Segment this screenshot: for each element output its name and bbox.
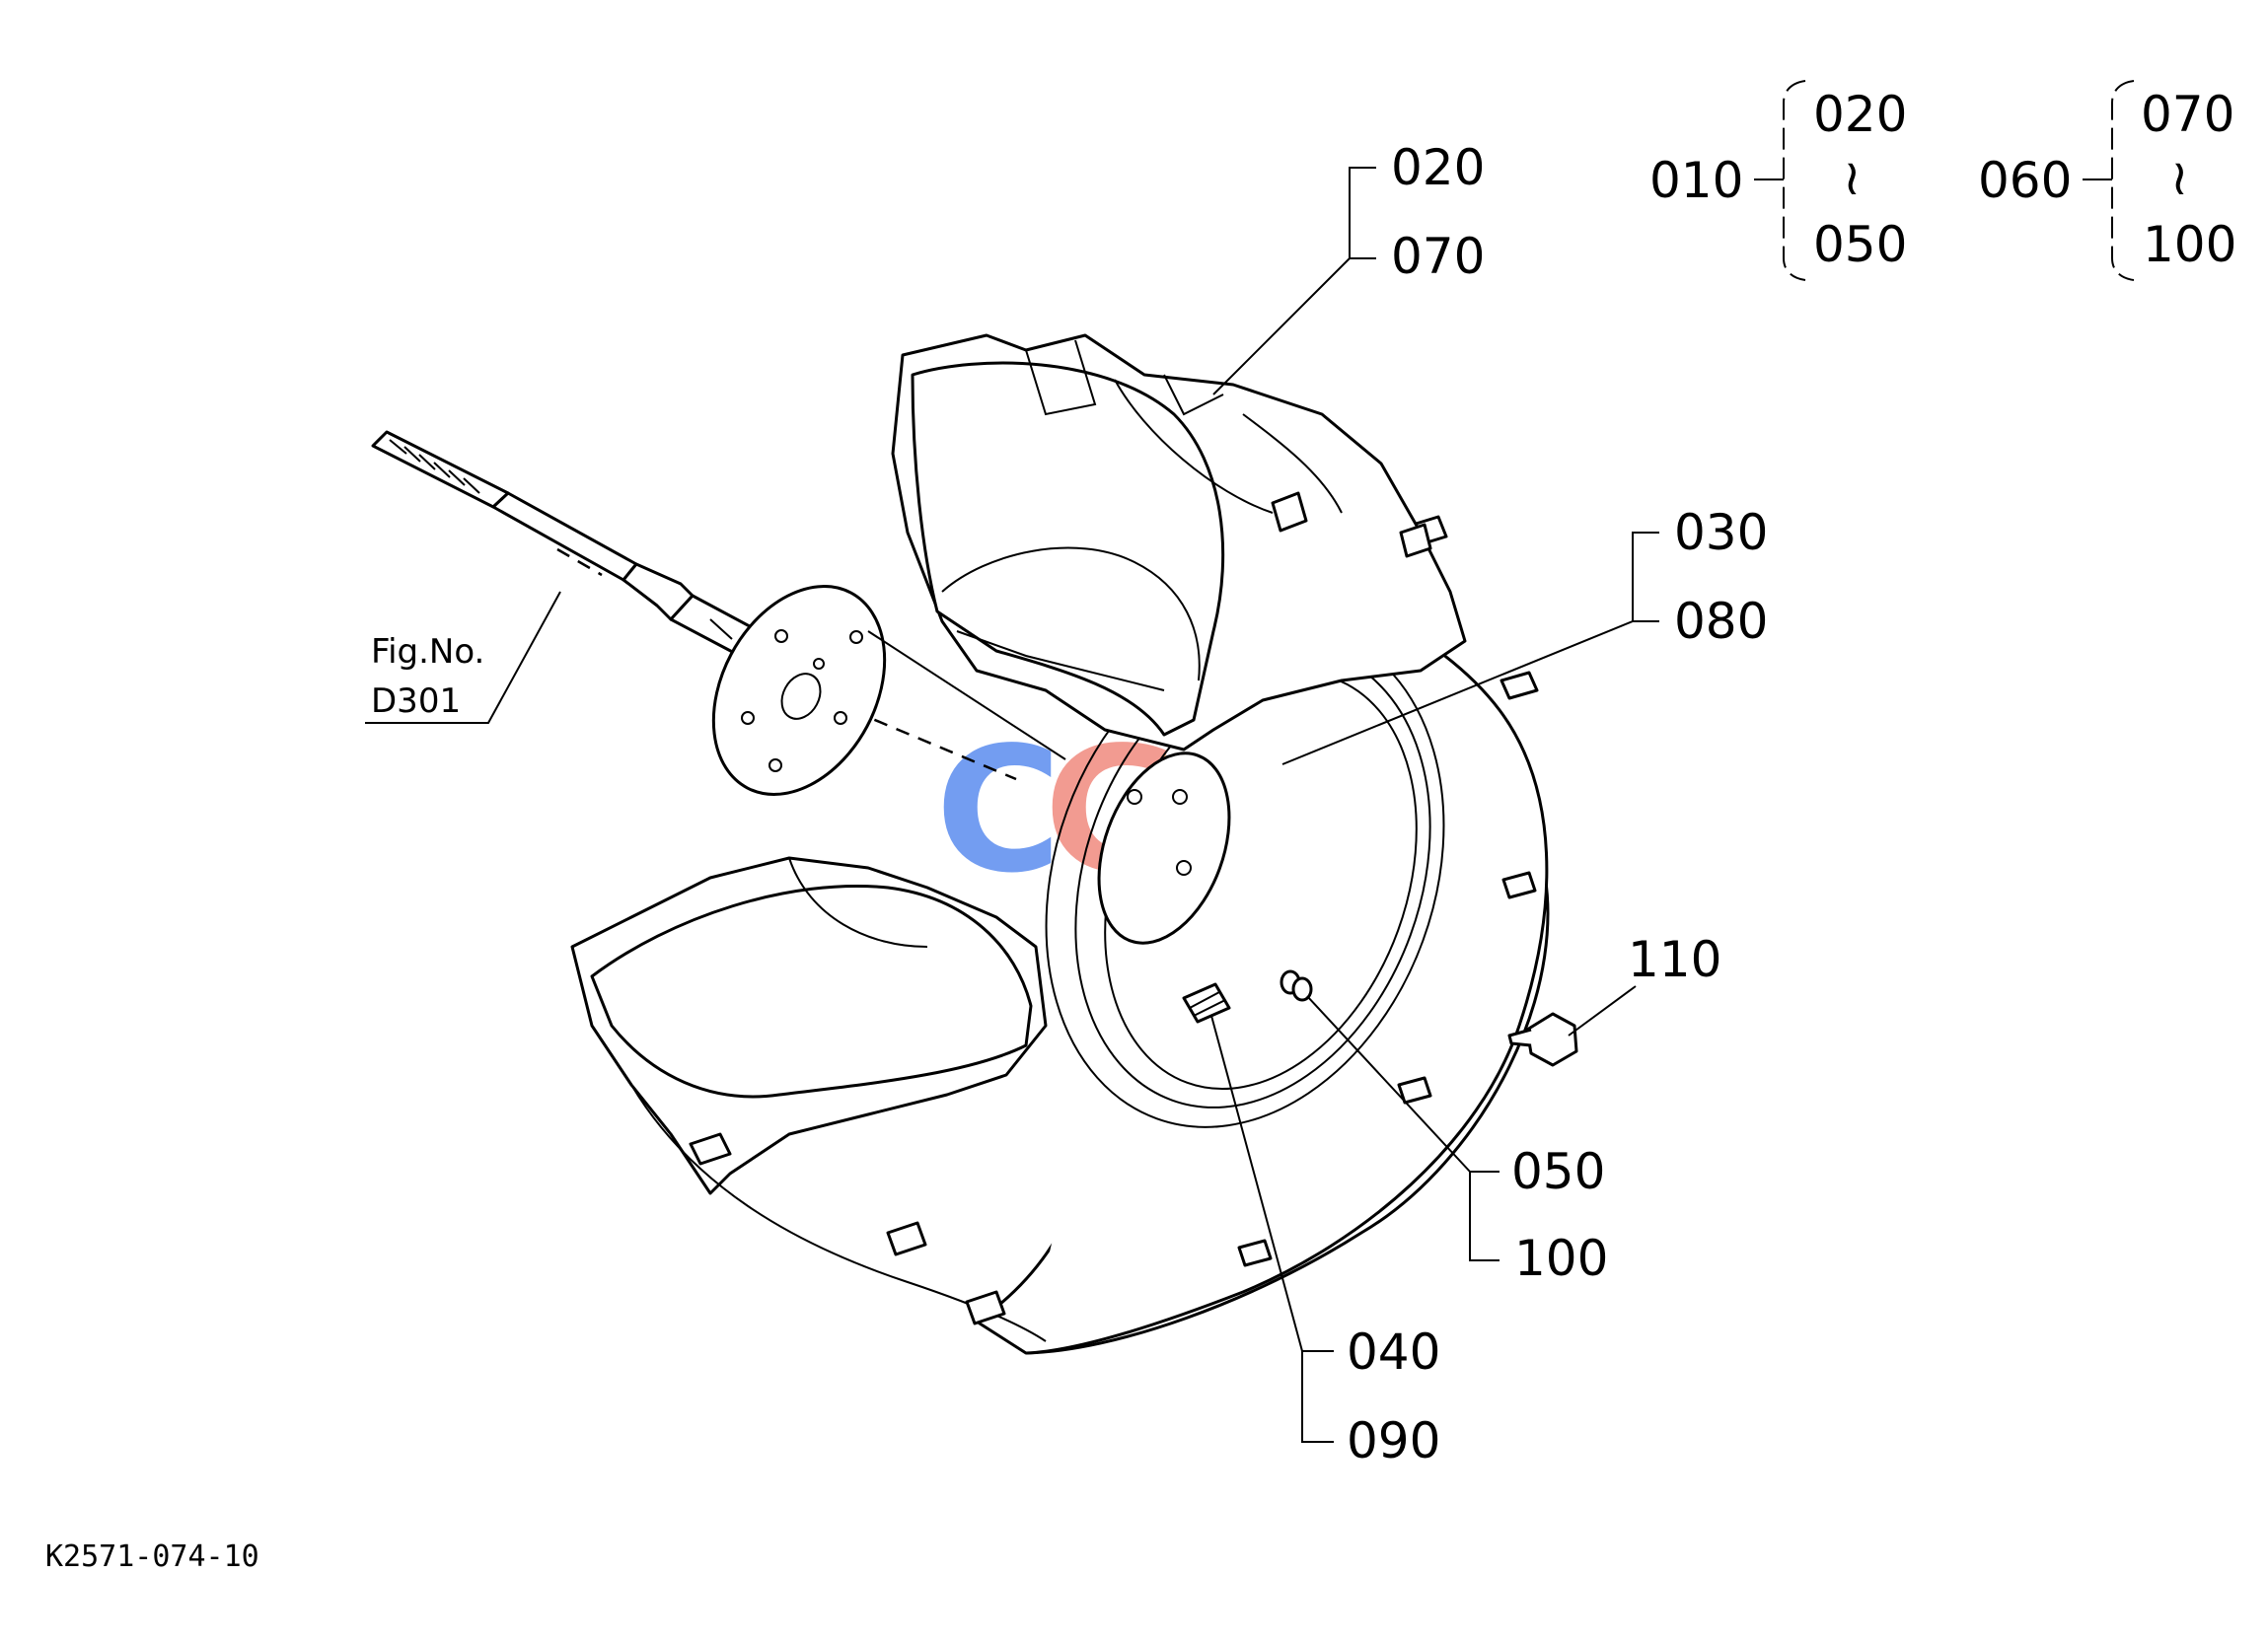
figure-reference: Fig.No. D301: [371, 632, 484, 721]
legend-parent-060: 060: [1978, 152, 2072, 209]
callout-080: 080: [1674, 593, 1768, 650]
drawing-code: K2571-074-10: [45, 1539, 259, 1574]
fig-ref-line2: D301: [371, 681, 461, 721]
legend-to-050: 050: [1813, 216, 1907, 273]
legend-from-020: 020: [1813, 86, 1907, 143]
legend-from-070: 070: [2141, 86, 2234, 143]
set-legend-010: 010 020 ≀ 050: [1649, 80, 1907, 281]
callout-070: 070: [1391, 228, 1485, 285]
leader-lines: [365, 167, 1659, 1443]
callout-040: 040: [1347, 1324, 1440, 1381]
tire-upper-section: [891, 333, 1467, 751]
hub-disc: [711, 585, 887, 796]
callout-050: 050: [1511, 1143, 1605, 1200]
legend-parent-010: 010: [1649, 152, 1743, 209]
callout-110: 110: [1628, 931, 1721, 988]
tire-lower-section: [570, 856, 1048, 1342]
set-legend-060: 060 070 ≀ 100: [1978, 80, 2236, 281]
callout-090: 090: [1347, 1412, 1440, 1469]
legend-tilde-2: ≀: [2170, 149, 2189, 206]
callout-100: 100: [1514, 1230, 1608, 1287]
callout-labels: 020 070 030 080 110 050 100 040 090: [1347, 139, 1768, 1469]
fig-ref-line1: Fig.No.: [371, 632, 484, 672]
bolt: [1507, 1012, 1578, 1067]
callout-020: 020: [1391, 139, 1485, 196]
callout-030: 030: [1674, 504, 1768, 561]
legend-to-100: 100: [2143, 216, 2236, 273]
legend-tilde-1: ≀: [1843, 149, 1862, 206]
